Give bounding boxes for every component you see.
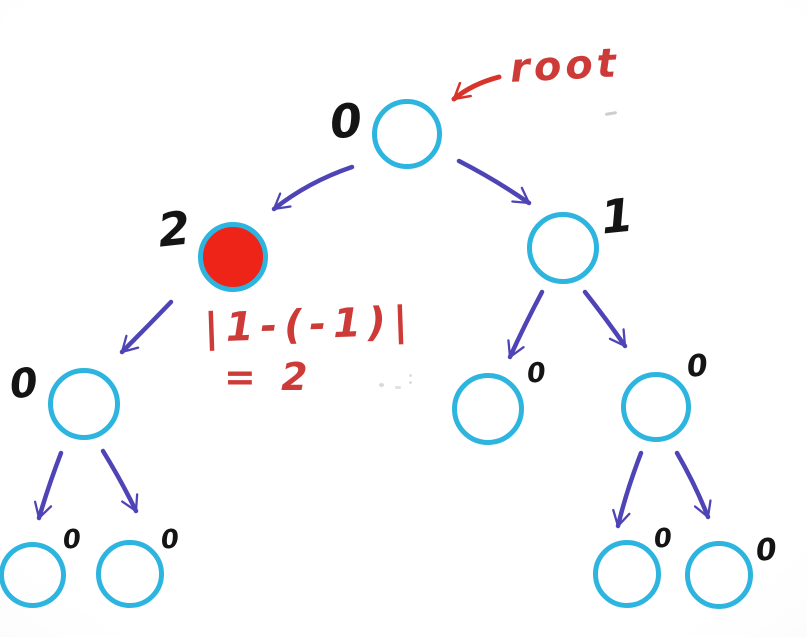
root-pointer-label: root [508,40,621,92]
node-label-root: 0 [327,92,365,150]
tree-node-left-left-right [96,540,164,608]
edge-leftleft-to-child1 [33,450,64,521]
node-label-right-left: 0 [525,357,548,390]
node-label-right-right-left: 0 [652,523,674,555]
tree-node-left-left [48,368,120,440]
node-label-left-left-left: 0 [61,524,83,556]
tree-node-right-left [452,373,524,445]
edge-root-to-right [456,158,532,206]
edge-rightright-to-child1 [612,450,644,529]
balance-formula-line2: = 2 [224,355,314,399]
node-label-right-right: 0 [685,348,710,385]
stray-mark [395,386,401,389]
edge-rightright-to-child2 [674,450,712,520]
tree-node-left-highlighted [198,222,268,292]
edge-root-to-left [271,164,355,212]
edge-left-to-leftleft [119,299,174,355]
balance-formula-line1: |1-(-1)| [203,298,416,352]
node-label-left-left-right: 0 [159,524,181,556]
node-label-left-left: 0 [7,359,41,409]
stray-mark [409,381,412,384]
node-label-right-right-right: 0 [754,532,779,569]
tree-node-left-left-left [0,542,66,608]
stray-mark [604,110,618,117]
tree-node-right-right-right [685,541,753,609]
tree-node-right-right [621,372,691,442]
stray-mark [409,374,412,377]
stray-mark [379,383,384,387]
tree-node-right-right-left [593,540,661,608]
tree-node-right [527,212,599,284]
root-pointer-arrow [451,74,502,102]
node-label-right: 1 [598,187,636,245]
tree-node-root [372,99,442,169]
node-label-left: 2 [155,200,193,258]
edge-right-to-rightleft [507,289,545,360]
edge-leftleft-to-child2 [100,448,139,514]
edge-right-to-rightright [582,289,628,349]
